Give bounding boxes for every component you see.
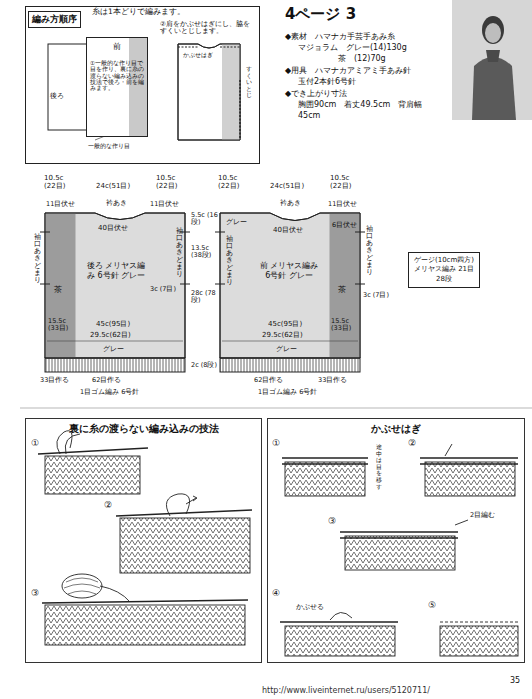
material-text: 45cm <box>298 111 320 120</box>
page-number: 35 <box>510 676 520 685</box>
dimension: 6目伏せ <box>332 222 357 229</box>
color-label: 茶 <box>338 285 346 294</box>
technique-panel: かぶせはぎ <box>267 418 525 663</box>
front-piece: 前 メリヤス編み 6号針 グレー <box>258 238 320 304</box>
dimension: 33目作る <box>40 377 69 384</box>
node-text: ゲージ(10cm四方) メリヤス編み 21目 28段 <box>414 256 474 283</box>
pattern-heading: 4ページ 3 <box>285 6 356 23</box>
piece-label: 後ろ <box>50 92 64 100</box>
dimension: 11目伏せ <box>328 201 357 208</box>
panel-title: かぶせはぎ <box>268 423 524 436</box>
note: 袖口あきどまり <box>34 234 41 284</box>
dimension: 29.5c(62目) <box>262 331 303 339</box>
dimension: 13.5c (38段) <box>191 245 218 260</box>
colorwork-steps <box>38 431 252 645</box>
technique-panel: 裏に糸の渡らない編み込みの技法 <box>25 418 262 663</box>
step-number: ① <box>31 438 39 448</box>
step-number: ① <box>272 438 280 448</box>
color-label: グレー <box>276 345 297 353</box>
material-text: 胸囲90cm 着丈49.5cm 背肩幅 <box>298 100 422 109</box>
node-text: 前 <box>113 42 121 51</box>
note: 1目ゴム編み 6号針 <box>258 389 317 396</box>
dimension: 40目伏せ <box>98 224 128 232</box>
note: 2目編む <box>470 512 495 519</box>
section-heading: 編み方順序 <box>28 11 81 28</box>
dimension: 11目伏せ <box>46 201 75 208</box>
dimension: 衿あき <box>106 199 127 207</box>
step-number: ④ <box>272 588 280 598</box>
color-label: 茶 <box>54 285 62 294</box>
step-number: ⑤ <box>428 600 436 610</box>
dimension: 40目伏せ <box>273 226 303 234</box>
step-number: ③ <box>328 516 336 526</box>
dimension: 15.5c (33目) <box>48 318 76 333</box>
note: 袖口あきどまり <box>226 236 233 286</box>
note: ①一般的な作り目で目を作り、裏に糸の渡らない編み込みの技法で後ろ・前を編みます。 <box>90 60 145 92</box>
dimension: 10.5c (22目) <box>330 174 360 190</box>
photo <box>452 0 532 120</box>
note: 袖口あきどまり <box>366 226 373 276</box>
step-number: ② <box>408 438 416 448</box>
note: 途中は目を移す <box>376 444 382 490</box>
dimension: 10.5c (22目) <box>44 174 74 190</box>
note: 袖口あきどまり <box>176 228 183 278</box>
step-number: ② <box>104 500 112 510</box>
node-text: 前 メリヤス編み 6号針 グレー <box>258 261 320 282</box>
material-text: 茶 (12)70g <box>338 54 386 63</box>
three-needle-bindoff-steps <box>280 444 518 656</box>
note: かぶせはぎ <box>183 52 213 59</box>
note: 糸は1本どりで編みます。 <box>92 8 185 17</box>
dimension: 3c (7目) <box>150 286 176 293</box>
dimension: 3c (7目) <box>363 292 389 299</box>
dimension: 5.5c (16段) <box>191 212 218 227</box>
color-label: グレー <box>226 218 247 226</box>
material-text: ◆素材 ハマナカ手芸手あみ糸 <box>285 32 395 41</box>
dimension: 62目作る <box>254 377 283 384</box>
note: 一般的な作り目 <box>88 143 130 150</box>
dimension: 45c(95目) <box>96 320 130 328</box>
material-text: マジョラム グレー(14)130g <box>298 43 407 52</box>
dimension: 24c(51目) <box>96 182 130 190</box>
panel-title: 裏に糸の渡らない編み込みの技法 <box>26 423 261 436</box>
note: すくいとじ <box>246 66 252 99</box>
dimension: 45c(95目) <box>268 320 302 328</box>
color-label: グレー <box>103 345 124 353</box>
note: かぶせる <box>296 604 324 611</box>
material-text: ◆でき上がり寸法 <box>285 89 347 98</box>
watermark: http://www.liveinternet.ru/users/5120711… <box>262 686 430 695</box>
node-text: 後ろ メリヤス編み 6号針 グレー <box>85 261 147 282</box>
dimension: 2c (8段) <box>191 362 218 369</box>
gauge-box: ゲージ(10cm四方) メリヤス編み 21目 28段 <box>408 252 480 288</box>
process-box: 編み方順序前 <box>25 6 260 164</box>
dimension: 28c (78段) <box>191 290 218 305</box>
back-piece: 後ろ メリヤス編み 6号針 グレー <box>85 238 147 304</box>
step-number: ③ <box>31 588 39 598</box>
dimension: 33目作る <box>318 377 347 384</box>
assembly-diagram <box>178 44 240 140</box>
note: 1目ゴム編み 6号針 <box>80 389 139 396</box>
dimension: 10.5c (22目) <box>218 174 248 190</box>
dimension: 衿あき <box>280 199 301 207</box>
dimension: 15.5c (33目) <box>331 318 359 333</box>
dimension: 24c(51目) <box>270 182 304 190</box>
dimension: 11目伏せ <box>150 201 179 208</box>
material-text: ◆用具 ハマナカアミアミ手あみ針 <box>285 66 411 75</box>
material-text: 玉付2本針6号針 <box>298 77 356 86</box>
dimension: 10.5c (22目) <box>156 174 186 190</box>
back-chart <box>40 213 190 372</box>
note: ②肩をかぶせはぎにし、脇をすくいとじします。 <box>160 21 255 36</box>
dimension: 62目作る <box>92 377 121 384</box>
front-chart <box>215 213 365 372</box>
dimension: 29.5c(62目) <box>90 331 131 339</box>
